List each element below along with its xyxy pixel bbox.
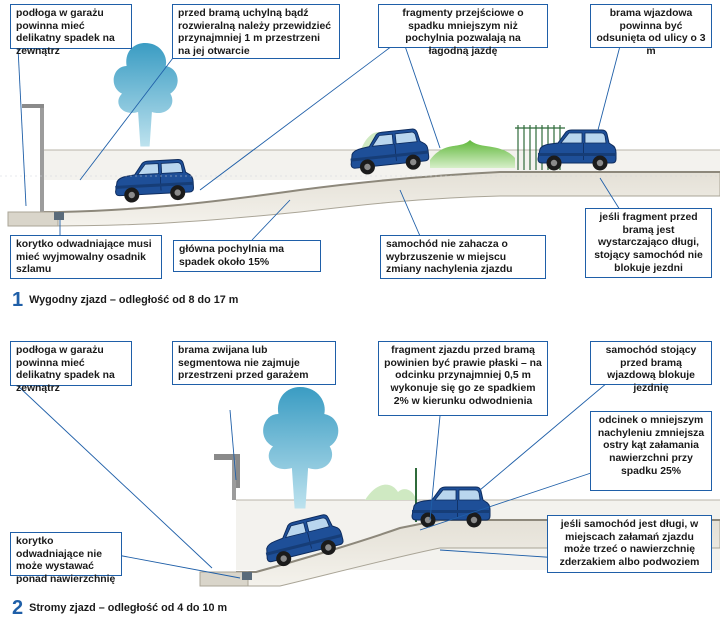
bottom-caption-text: Stromy zjazd – odległość od 4 do 10 m	[29, 602, 228, 614]
top-leader-lines	[17, 45, 621, 241]
top-label-gate-setback: brama wjazdowa powinna być odsunięta od …	[590, 4, 712, 57]
bottom-label-drain: korytko odwadniające nie może wystawać p…	[10, 532, 122, 585]
top-drain-channel	[54, 212, 64, 220]
top-caption-number: 1	[12, 289, 24, 311]
top-label-gate-space: przed bramą uchylną bądź rozwieralną nal…	[172, 4, 340, 59]
top-label-main-ramp: główna pochylnia ma spadek około 15%	[173, 240, 321, 272]
bottom-garage-lintel	[214, 454, 240, 488]
top-label-gate-fragment: jeśli fragment przed bramą jest wystarcz…	[585, 208, 712, 278]
bottom-leader-lines	[17, 371, 621, 579]
bottom-garage-floor	[199, 571, 249, 587]
top-tree-icon	[113, 43, 178, 147]
bottom-drain-channel	[242, 572, 252, 580]
top-garage-gate	[40, 108, 44, 212]
top-label-transition: fragmenty przejściowe o spadku mniejszym…	[378, 4, 548, 57]
bottom-label-garage-floor: podłoga w garażu powinna mieć delikatny …	[10, 341, 132, 394]
bottom-tree-icon	[263, 387, 339, 509]
top-diagram	[0, 43, 720, 241]
bottom-caption: 2 Stromy zjazd – odległość od 4 do 10 m	[12, 597, 227, 620]
bottom-label-rolling-gate: brama zwijana lub segmentowa nie zajmuje…	[172, 341, 336, 385]
bottom-garage-gate	[232, 460, 236, 500]
top-caption: 1 Wygodny zjazd – odległość od 8 do 17 m	[12, 289, 238, 312]
bottom-label-smaller-slope: odcinek o mniejszym nachyleniu zmniejsza…	[590, 411, 712, 491]
top-label-car-clearance: samochód nie zahacza o wybrzuszenie w mi…	[380, 235, 546, 279]
top-label-drain: korytko odwadniające musi mieć wyjmowaln…	[10, 235, 162, 279]
top-caption-text: Wygodny zjazd – odległość od 8 do 17 m	[29, 294, 239, 306]
bottom-label-long-car: jeśli samochód jest długi, w miejscach z…	[547, 515, 712, 573]
bottom-bush-icon	[365, 484, 416, 500]
top-garage-floor	[7, 211, 59, 227]
bottom-caption-number: 2	[12, 597, 24, 619]
top-grass-icon	[430, 140, 515, 168]
top-label-garage-floor: podłoga w garażu powinna mieć delikatny …	[10, 4, 132, 57]
bottom-label-flat-fragment: fragment zjazdu przed bramą powinien być…	[378, 341, 548, 416]
bottom-label-car-blocks: samochód stojący przed bramą wjazdową bl…	[590, 341, 712, 394]
